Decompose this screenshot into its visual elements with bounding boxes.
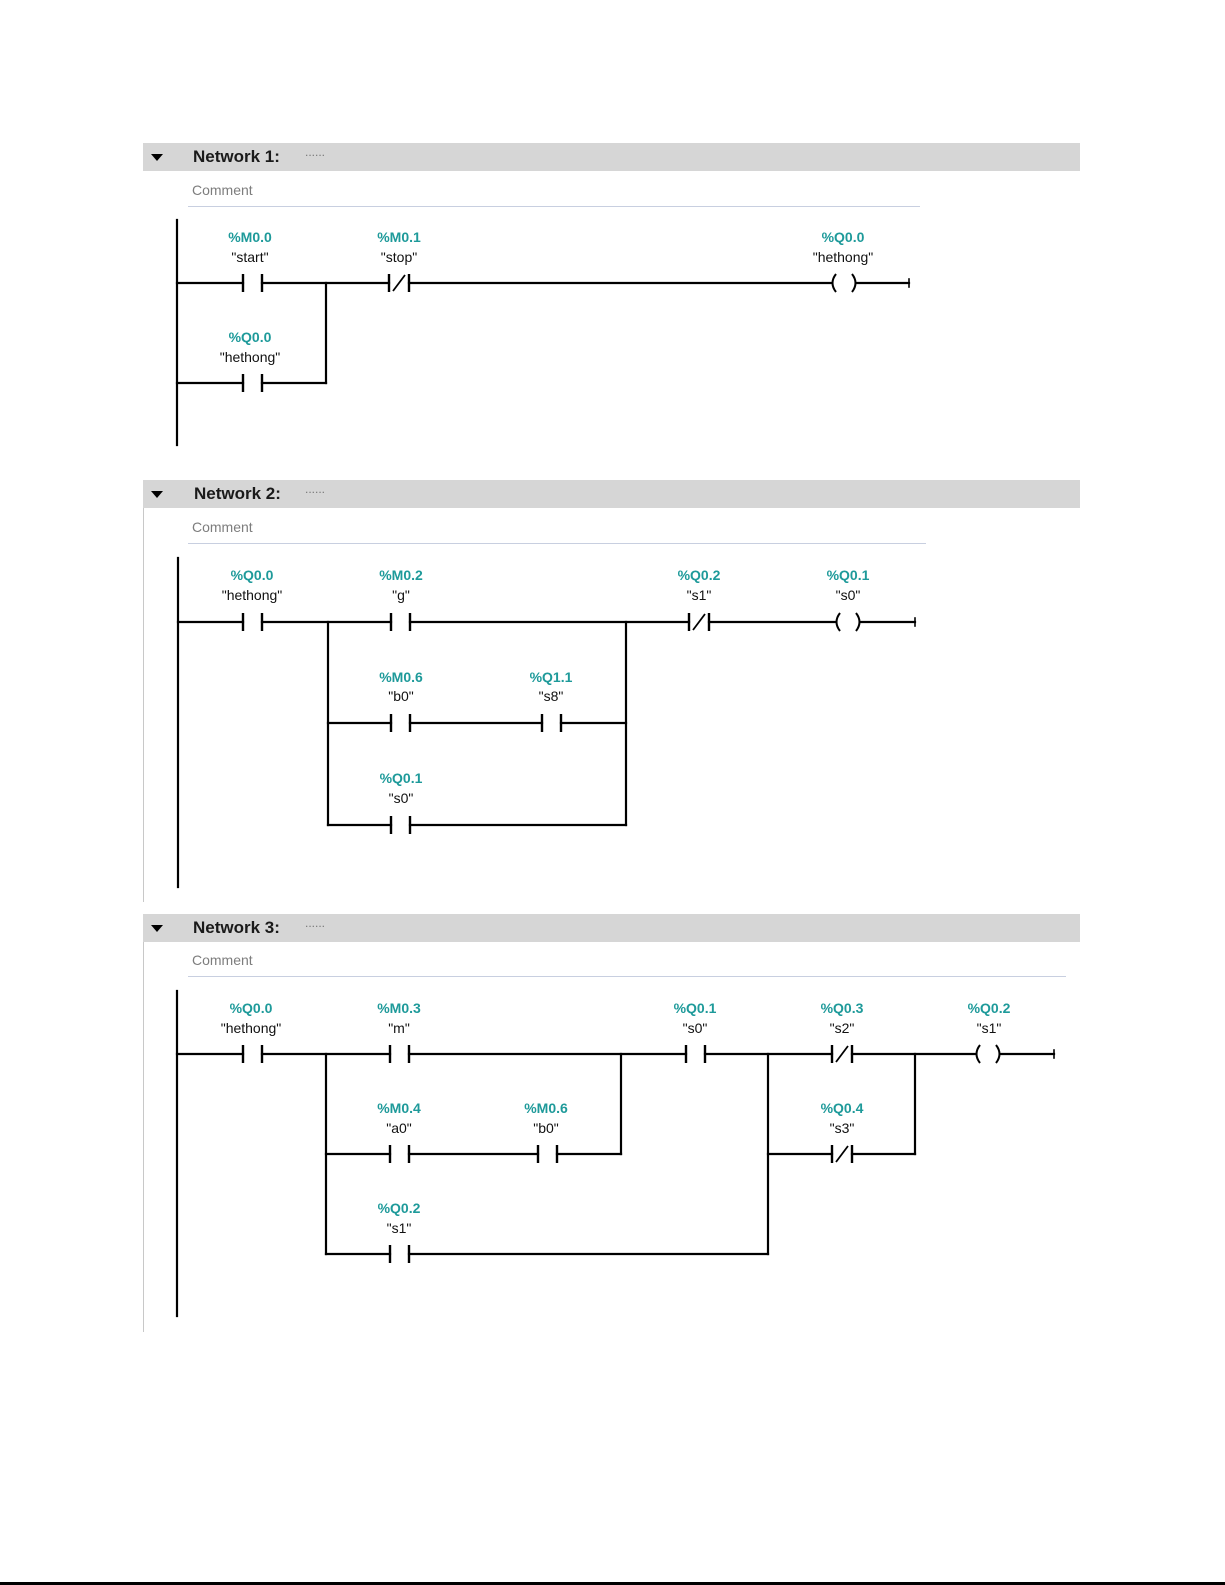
- n2-contact-hethong[interactable]: %Q0.0 "hethong": [222, 567, 283, 631]
- network-1-comment-placeholder: Comment: [192, 182, 253, 198]
- svg-text:%M0.6: %M0.6: [379, 669, 423, 685]
- svg-text:"s0": "s0": [683, 1020, 708, 1036]
- svg-text:"a0": "a0": [386, 1120, 412, 1136]
- n1-contact-stop[interactable]: %M0.1 "stop": [377, 229, 421, 292]
- network-3-left-border: [143, 942, 144, 1332]
- n3-contact-s1[interactable]: %Q0.2 "s1": [378, 1200, 421, 1263]
- n3-contact-a0[interactable]: %M0.4 "a0": [377, 1100, 421, 1163]
- svg-text:"hethong": "hethong": [221, 1020, 282, 1036]
- collapse-triangle-icon[interactable]: [149, 920, 165, 936]
- n1-contact-start[interactable]: %M0.0 "start": [228, 229, 272, 292]
- svg-text:%Q1.1: %Q1.1: [530, 669, 573, 685]
- network-3-title: Network 3:: [193, 918, 280, 937]
- network-3-comment-placeholder: Comment: [192, 952, 253, 968]
- network-2-title: Network 2:: [194, 484, 281, 503]
- svg-text:"hethong": "hethong": [220, 349, 281, 365]
- network-1-comment[interactable]: Comment: [188, 178, 920, 207]
- svg-text:"s0": "s0": [389, 790, 414, 806]
- svg-text:"hethong": "hethong": [222, 587, 283, 603]
- n3-contact-b0[interactable]: %M0.6 "b0": [524, 1100, 568, 1163]
- svg-text:%M0.6: %M0.6: [524, 1100, 568, 1116]
- svg-text:%M0.2: %M0.2: [379, 567, 423, 583]
- network-1-header[interactable]: Network 1: ......: [143, 143, 1080, 171]
- svg-text:"m": "m": [388, 1020, 410, 1036]
- n3-contact-s2[interactable]: %Q0.3 "s2": [821, 1000, 864, 1063]
- network-1-title: Network 1:: [193, 147, 280, 166]
- n2-contact-g[interactable]: %M0.2 "g": [379, 567, 423, 631]
- svg-text:"s8": "s8": [539, 688, 564, 704]
- n3-coil-s1[interactable]: %Q0.2 "s1": [968, 1000, 1011, 1064]
- network-2-comment-placeholder: Comment: [192, 519, 253, 535]
- network-2-left-border: [143, 508, 144, 902]
- svg-text:"hethong": "hethong": [813, 249, 874, 265]
- svg-text:"g": "g": [392, 587, 410, 603]
- svg-text:%Q0.1: %Q0.1: [380, 770, 423, 786]
- svg-text:%Q0.3: %Q0.3: [821, 1000, 864, 1016]
- page-bottom-rule: [0, 1582, 1225, 1585]
- wires: [175, 218, 1056, 1318]
- svg-text:%M0.0: %M0.0: [228, 229, 272, 245]
- n1-contact-hethong[interactable]: %Q0.0 "hethong": [220, 329, 281, 392]
- svg-text:%Q0.0: %Q0.0: [230, 1000, 273, 1016]
- network-2-header[interactable]: Network 2: ......: [143, 480, 1080, 508]
- svg-text:%Q0.1: %Q0.1: [674, 1000, 717, 1016]
- network-3-comment[interactable]: Comment: [188, 948, 1066, 977]
- svg-text:"s3": "s3": [830, 1120, 855, 1136]
- network-2-title-dots[interactable]: ......: [305, 482, 326, 496]
- svg-text:"s1": "s1": [977, 1020, 1002, 1036]
- n2-contact-s1[interactable]: %Q0.2 "s1": [678, 567, 721, 631]
- n2-contact-b0[interactable]: %M0.6 "b0": [379, 669, 423, 732]
- network-3-header[interactable]: Network 3: ......: [143, 914, 1080, 942]
- svg-text:%M0.4: %M0.4: [377, 1100, 421, 1116]
- svg-text:%M0.3: %M0.3: [377, 1000, 421, 1016]
- svg-text:%Q0.2: %Q0.2: [678, 567, 721, 583]
- svg-text:"b0": "b0": [388, 688, 414, 704]
- collapse-triangle-icon[interactable]: [149, 486, 165, 502]
- svg-text:"start": "start": [231, 249, 268, 265]
- svg-text:"s2": "s2": [830, 1020, 855, 1036]
- collapse-triangle-icon[interactable]: [149, 149, 165, 165]
- svg-text:"s1": "s1": [387, 1220, 412, 1236]
- svg-text:%Q0.0: %Q0.0: [229, 329, 272, 345]
- n3-contact-m[interactable]: %M0.3 "m": [377, 1000, 421, 1063]
- svg-text:%Q0.2: %Q0.2: [378, 1200, 421, 1216]
- n3-contact-s3[interactable]: %Q0.4 "s3": [821, 1100, 864, 1163]
- svg-text:%M0.1: %M0.1: [377, 229, 421, 245]
- n3-contact-hethong[interactable]: %Q0.0 "hethong": [221, 1000, 282, 1063]
- svg-text:%Q0.2: %Q0.2: [968, 1000, 1011, 1016]
- network-3-title-dots[interactable]: ......: [305, 916, 326, 930]
- n1-coil-hethong[interactable]: %Q0.0 "hethong": [813, 229, 874, 293]
- network-1-title-dots[interactable]: ......: [305, 145, 326, 159]
- svg-text:%Q0.4: %Q0.4: [821, 1100, 864, 1116]
- svg-text:%Q0.0: %Q0.0: [822, 229, 865, 245]
- svg-text:"s1": "s1": [687, 587, 712, 603]
- svg-text:"stop": "stop": [381, 249, 417, 265]
- n2-contact-s8[interactable]: %Q1.1 "s8": [530, 669, 573, 732]
- n2-coil-s0[interactable]: %Q0.1 "s0": [827, 567, 870, 632]
- svg-text:%Q0.0: %Q0.0: [231, 567, 274, 583]
- svg-text:"b0": "b0": [533, 1120, 559, 1136]
- network-2-comment[interactable]: Comment: [188, 515, 926, 544]
- n2-contact-s0[interactable]: %Q0.1 "s0": [380, 770, 423, 834]
- svg-text:%Q0.1: %Q0.1: [827, 567, 870, 583]
- svg-text:"s0": "s0": [836, 587, 861, 603]
- n3-contact-s0[interactable]: %Q0.1 "s0": [674, 1000, 717, 1063]
